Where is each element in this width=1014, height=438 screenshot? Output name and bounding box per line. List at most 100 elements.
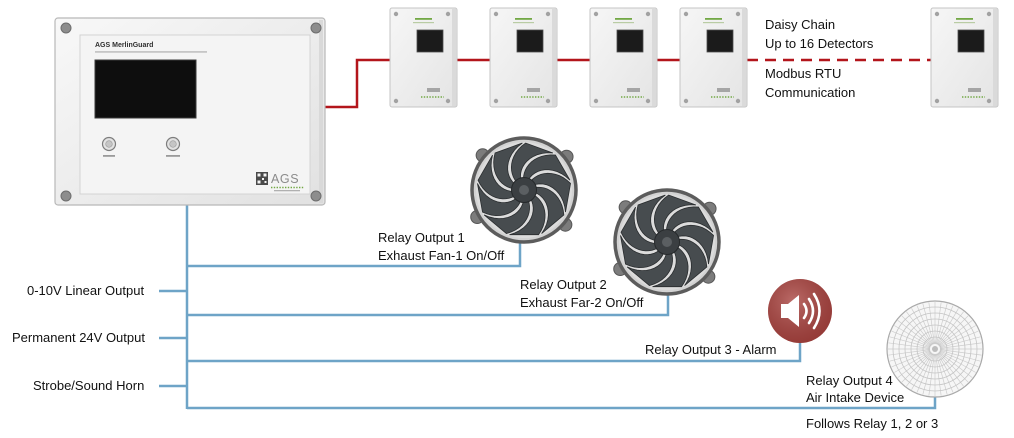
detector-display <box>516 29 544 53</box>
relay-4-device-label: Air Intake Device <box>806 390 905 405</box>
fan-hub-cap <box>662 237 672 247</box>
wire-relay-3 <box>187 342 802 363</box>
strobe-horn-label: Strobe/Sound Horn <box>33 378 145 393</box>
fan-blade <box>534 186 565 234</box>
grille-ring <box>922 336 948 362</box>
sound-wave <box>807 297 815 325</box>
grille-ring <box>916 330 954 368</box>
screw-icon <box>60 190 72 202</box>
grille-ring <box>904 318 966 380</box>
controller-title: AGS MerlinGuard <box>95 42 153 49</box>
relay-1-device-label: Exhaust Fan-1 On/Off <box>378 248 505 263</box>
screw-icon <box>593 11 599 17</box>
linear-output-label: 0-10V Linear Output <box>27 283 145 298</box>
exhaust-fans <box>470 136 721 296</box>
screw-icon <box>934 11 940 17</box>
detector-display <box>416 29 444 53</box>
detector-limit-label: Up to 16 Detectors <box>765 36 874 51</box>
detector-logo-print <box>527 88 540 92</box>
exhaust-fan-icon <box>470 136 578 244</box>
fan-blade <box>530 172 571 213</box>
fan-blade <box>493 142 523 190</box>
bus-segment-controller <box>325 58 391 109</box>
screw-icon <box>493 98 499 104</box>
detector-logo-print <box>627 88 640 92</box>
detector-brand-print <box>615 18 632 20</box>
controller-subtitle-print <box>95 51 207 53</box>
relay-2-label: Relay Output 2 <box>520 277 607 292</box>
fan-blade <box>620 235 665 268</box>
fan-blade <box>523 154 571 181</box>
detector-brand-print <box>415 18 432 20</box>
screw-icon <box>310 190 322 202</box>
logo-tagline-print <box>274 190 300 192</box>
detector-chain <box>389 7 999 108</box>
detector-display <box>616 29 644 53</box>
screw-icon <box>393 98 399 104</box>
fan-blade <box>636 194 666 242</box>
screw-icon <box>645 98 651 104</box>
fan-blade <box>626 251 673 287</box>
screw-icon <box>735 98 741 104</box>
sound-wave <box>812 292 821 330</box>
protocol-label: Modbus RTU <box>765 66 842 81</box>
detector-brand-print <box>956 18 973 20</box>
alarm-speaker-icon <box>768 279 832 343</box>
detector-logo-print <box>717 88 730 92</box>
gas-detector <box>389 7 458 108</box>
detector-logo-print <box>427 88 440 92</box>
button-inner-ring <box>105 140 113 148</box>
fan-blade <box>477 183 522 216</box>
relay-1-label: Relay Output 1 <box>378 230 465 245</box>
button-label-print <box>166 155 180 157</box>
grille-ring <box>892 306 978 392</box>
screw-icon <box>934 98 940 104</box>
screw-icon <box>986 11 992 17</box>
protocol-note-label: Communication <box>765 85 856 100</box>
screw-icon <box>593 98 599 104</box>
detector-logo-print <box>968 88 981 92</box>
detector-brand-print <box>705 18 722 20</box>
screw-icon <box>545 98 551 104</box>
fan-blade <box>620 206 659 252</box>
fan-blade <box>652 246 689 288</box>
fan-blade <box>510 142 554 183</box>
grille-center <box>932 346 938 352</box>
screw-icon <box>310 22 322 34</box>
screw-icon <box>986 98 992 104</box>
wire-relay-2 <box>187 294 670 317</box>
detector-edge-shade <box>742 9 746 106</box>
relay-2-device-label: Exhaust Far-2 On/Off <box>520 295 644 310</box>
wire-relay-4 <box>187 397 937 410</box>
grille-ring <box>928 342 942 356</box>
detector-edge-shade <box>652 9 656 106</box>
daisy-chain-label: Daisy Chain <box>765 17 836 32</box>
controller-display <box>94 59 197 119</box>
detector-model-print <box>703 22 724 24</box>
detector-edge-shade <box>993 9 997 106</box>
relay-3-label: Relay Output 3 - Alarm <box>645 342 777 357</box>
detector-model-print <box>513 22 534 24</box>
screw-icon <box>683 98 689 104</box>
gas-detector <box>589 7 658 108</box>
screw-icon <box>645 11 651 17</box>
screw-icon <box>445 98 451 104</box>
speaker-body <box>781 304 788 318</box>
gas-detector <box>489 7 558 108</box>
screw-icon <box>735 11 741 17</box>
detector-edge-shade <box>552 9 556 106</box>
screw-icon <box>393 11 399 17</box>
fan-blade <box>483 199 530 235</box>
fan-blade <box>477 154 516 200</box>
detector-model-print <box>413 22 434 24</box>
exhaust-fan-icon <box>613 188 721 296</box>
detector-brand-print <box>515 18 532 20</box>
button-label-print <box>103 155 115 157</box>
fan-blade <box>677 238 708 286</box>
alarm-shading <box>768 279 832 343</box>
merlinguard-controller: AGS MerlinGuard AGS <box>54 17 326 206</box>
gas-detector <box>679 7 748 108</box>
button-inner-ring <box>169 140 177 148</box>
detector-edge-shade <box>452 9 456 106</box>
